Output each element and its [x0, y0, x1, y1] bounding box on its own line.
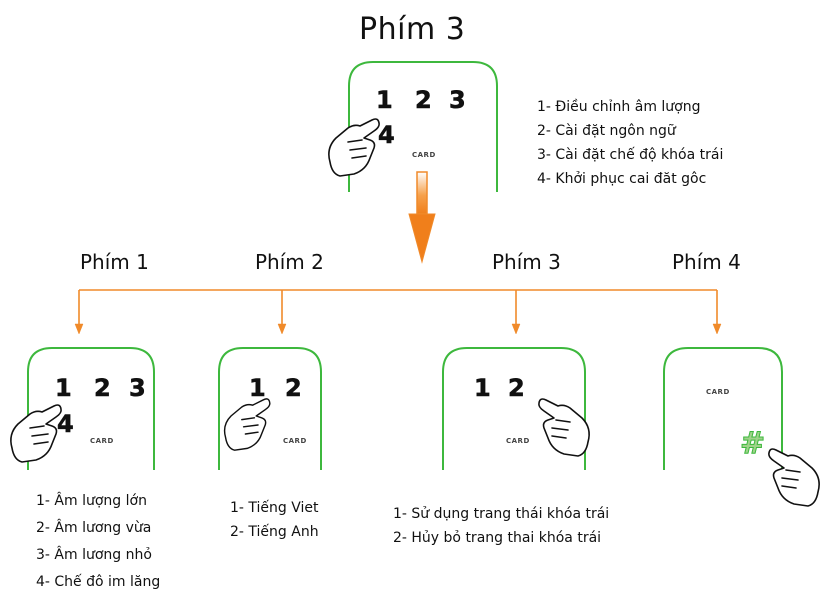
keypad-4-outline	[663, 347, 783, 470]
main-down-arrow	[408, 171, 436, 264]
card-label: CARD	[90, 437, 114, 445]
list-item: 2- Hủy bỏ trang thai khóa trái	[393, 530, 602, 546]
volume-options-list: 1- Âm lượng lớn 2- Âm lương vừa 3- Âm lư…	[36, 488, 160, 596]
list-item: 4- Khởi phục cai đăt gôc	[537, 171, 707, 187]
top-menu-list: 1- Điều chỉnh âm lượng 2- Cài đặt ngôn n…	[537, 95, 723, 191]
list-item: 2- Cài đặt ngôn ngữ	[537, 123, 676, 139]
key-2: 2	[415, 86, 433, 115]
list-item: 1- Điều chỉnh âm lượng	[537, 99, 701, 115]
key-2: 2	[508, 374, 526, 403]
language-options-list: 1- Tiếng Viet 2- Tiếng Anh	[230, 496, 319, 544]
list-item: 1- Tiếng Viet	[230, 500, 319, 516]
branch-3-label: Phím 3	[492, 250, 561, 274]
keypad-3-outline	[442, 347, 586, 470]
pointing-hand-icon	[328, 118, 380, 177]
list-item: 4- Chế đô im lăng	[36, 574, 161, 590]
pointing-hand-icon	[223, 398, 271, 451]
key-1: 1	[249, 374, 267, 403]
key-1: 1	[55, 374, 73, 403]
key-2: 2	[285, 374, 303, 403]
diagram-title: Phím 3	[359, 12, 466, 47]
branch-1-label: Phím 1	[80, 250, 149, 274]
key-1: 1	[376, 86, 394, 115]
list-item: 3- Cài đặt chế độ khóa trái	[537, 147, 724, 163]
lock-mode-options-list: 1- Sử dụng trang thái khóa trái 2- Hủy b…	[393, 502, 609, 550]
pointing-hand-icon	[538, 398, 590, 457]
card-label: CARD	[706, 388, 730, 396]
list-item: 1- Âm lượng lớn	[36, 493, 147, 509]
key-3: 3	[449, 86, 467, 115]
pointing-hand-icon	[10, 404, 62, 463]
list-item: 2- Âm lương vừa	[36, 520, 152, 536]
keypad-1-outline	[27, 347, 155, 470]
key-4-pressed: 4	[378, 121, 396, 150]
key-1: 1	[474, 374, 492, 403]
card-label: CARD	[283, 437, 307, 445]
pointing-hand-icon	[768, 448, 820, 507]
branch-4-label: Phím 4	[672, 250, 741, 274]
key-3: 3	[129, 374, 147, 403]
list-item: 2- Tiếng Anh	[230, 524, 319, 540]
key-2: 2	[94, 374, 112, 403]
keypad-2-outline	[218, 347, 322, 470]
key-4-pressed: 4	[57, 410, 75, 439]
list-item: 1- Sử dụng trang thái khóa trái	[393, 506, 610, 522]
list-item: 3- Âm lương nhỏ	[36, 547, 152, 563]
top-keypad-outline	[348, 61, 498, 192]
card-label: CARD	[506, 437, 530, 445]
branch-2-label: Phím 2	[255, 250, 324, 274]
hash-key-icon: #	[739, 426, 766, 462]
card-label: CARD	[412, 151, 436, 159]
